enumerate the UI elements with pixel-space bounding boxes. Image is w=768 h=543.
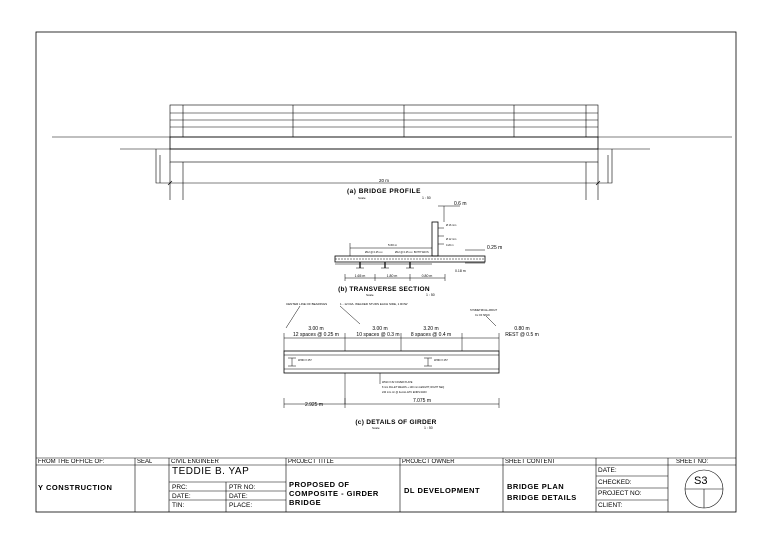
transverse-dim-3: 0.80 m [422,274,433,278]
girder-spaces-2: 10 spaces @ 0.3 m [356,332,399,338]
girder-dist-2: 3.00 m [372,326,387,332]
transverse-dim-1: 1.65 m [355,274,366,278]
girder-spaces-4: REST @ 0.5 m [505,332,539,338]
content-line-2: BRIDGE DETAILS [507,493,577,502]
tin-label: TIN: [172,502,185,509]
bridge-profile [52,104,732,200]
title-block-grid [36,457,736,512]
girder-spaces-1: 12 spaces @ 0.25 m [293,332,339,338]
owner-value: DL DEVELOPMENT [404,486,481,495]
profile-scale-label: Scale [358,196,366,200]
sheet-no-value: S3 [694,475,708,487]
girder-note-shear: 1 - 12 DIA. WELDED STUDS EACH SIDE, 1 RO… [340,302,408,306]
ptr-label: PTR NO: [229,484,256,491]
meta-client: CLIENT: [598,502,623,509]
place-label: PLACE: [229,502,253,509]
project-title-line-1: PROPOSED OF [289,480,350,489]
girder-note-sym: SYMMETRICAL ABOUT [470,309,498,312]
transverse-scale-label: Scale [366,293,374,297]
girder-details [283,305,500,408]
engineer-label: CIVIL ENGINEER [171,459,219,465]
transverse-note-post: Ø 16 mm [446,224,456,227]
engineer-name: TEDDIE B. YAP [172,466,250,477]
project-title-line-3: BRIDGE [289,498,322,507]
profile-title: (a) BRIDGE PROFILE [347,188,421,195]
transverse-note-mid: Ø12 @ 0.25 o.c. BOTH WAYS [395,251,429,254]
meta-checked: CHECKED: [598,479,632,486]
transverse-section [334,205,486,281]
transverse-dim-right: 0.25 m [487,245,502,251]
girder-spaces-3: 8 spaces @ 0.4 m [411,332,451,338]
transverse-dim-2: 1.80 m [387,274,398,278]
seal-label: SEAL [137,459,153,465]
owner-label: PROJECT OWNER [402,459,455,465]
girder-note-bottom-2: 8 mm FILLET WELDS + 100 mm LENGHT, RIGHT… [382,386,444,389]
prc-label: PRC: [172,484,188,491]
girder-note-center: CENTER LINE OF BEARINGS [286,302,327,306]
girder-dim-left: 2.925 m [305,402,323,408]
transverse-dim-bottom-right: 0.18 m [455,269,466,273]
girder-scale-label: Scale [372,426,380,430]
girder-note-bottom-1: W610 X 82 COVER PLATE [382,381,413,384]
girder-dim-right: 7.075 m [413,398,431,404]
transverse-scale-value: 1 : 50 [426,293,435,297]
profile-scale-value: 1 : 50 [422,196,431,200]
content-line-1: BRIDGE PLAN [507,482,565,491]
office-label: FROM THE OFFICE OF: [38,459,105,465]
content-label: SHEET CONTENT [505,459,556,465]
sheet-border [35,31,737,513]
girder-dist-4: 0.80 m [514,326,529,332]
project-title-label: PROJECT TITLE [288,459,334,465]
sheet-no-label: SHEET NO: [676,459,709,465]
office-value: Y CONSTRUCTION [38,483,113,492]
project-title-line-2: COMPOSITE - GIRDER [289,489,379,498]
transverse-note-deck: 0.20 m [446,244,454,247]
girder-scale-value: 1 : 50 [424,426,433,430]
date-label-2: DATE: [229,493,248,500]
girder-note-bottom-3: 240 mm c/c @ 4a ALL ETC ENDS RADI [382,391,427,394]
meta-project-no: PROJECT NO: [598,490,642,497]
transverse-note-left: Ø12 @ 0.25 o.c. [365,251,384,254]
girder-dist-3: 3.20 m [423,326,438,332]
profile-span-label: 20 m [379,178,389,183]
girder-tag-left: W360 X 257 [298,359,312,362]
date-label-1: DATE: [172,493,191,500]
girder-note-sym2: CL OF SPAN [475,314,490,317]
girder-dist-1: 3.00 m [308,326,323,332]
transverse-note-width: 5.60 m [388,243,398,247]
transverse-title: (b) TRANSVERSE SECTION [338,286,430,293]
meta-date: DATE: [598,467,617,474]
transverse-note-rail: Ø 12 mm [446,238,456,241]
girder-tag-mid: W360 X 257 [434,359,448,362]
transverse-dim-top: 0.6 m [454,201,467,207]
girder-title: (c) DETAILS OF GIRDER [355,419,436,426]
